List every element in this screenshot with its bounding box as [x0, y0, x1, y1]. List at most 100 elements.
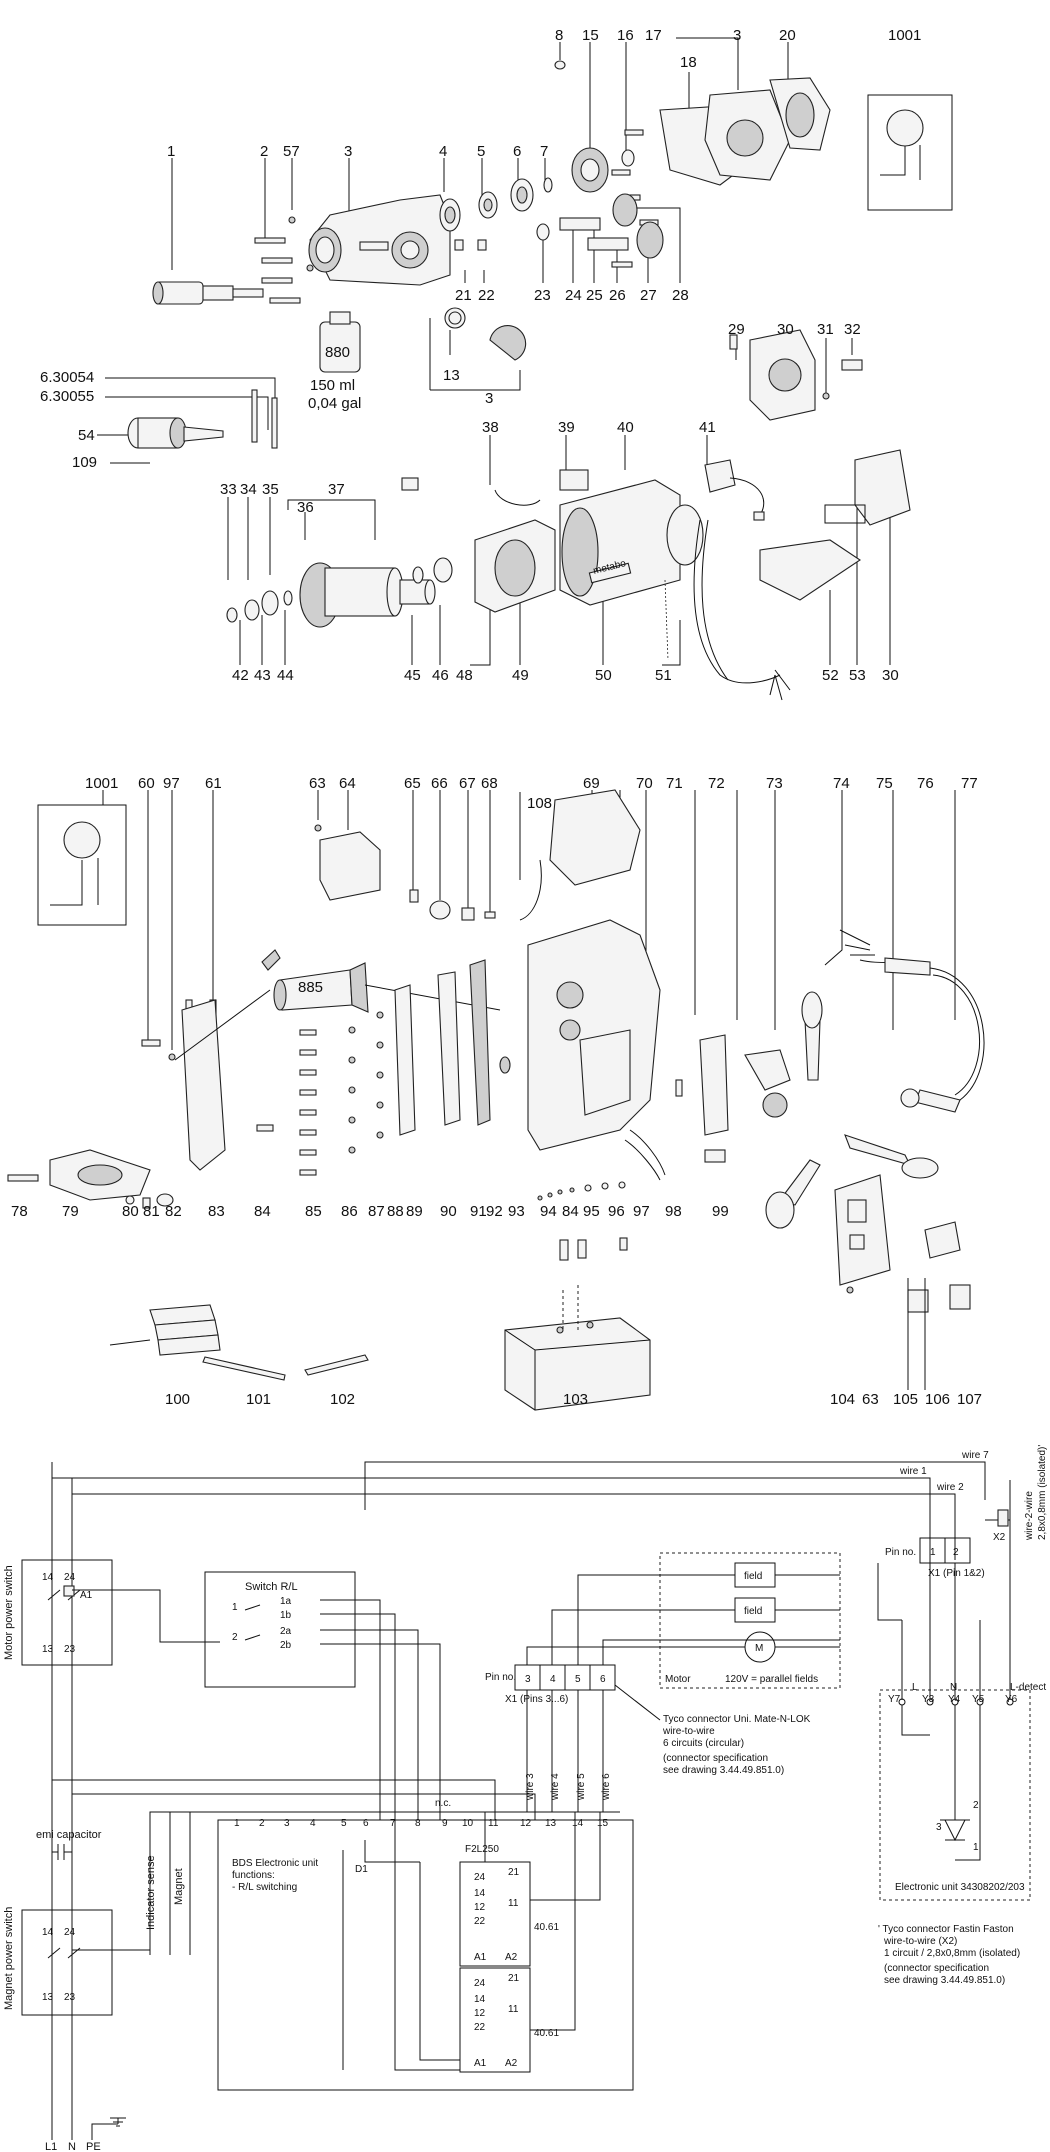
label-96: 96 — [608, 1203, 625, 1220]
label-30a: 30 — [777, 321, 794, 338]
term-9: 9 — [442, 1818, 448, 1829]
label-70: 70 — [636, 775, 653, 792]
label-73: 73 — [766, 775, 783, 792]
label-102: 102 — [330, 1391, 355, 1408]
label-77: 77 — [961, 775, 978, 792]
label-50: 50 — [595, 667, 612, 684]
field2-label: field — [744, 1606, 762, 1617]
label-84a: 84 — [254, 1203, 271, 1220]
sw-1: 1 — [232, 1602, 238, 1613]
label-34: 34 — [240, 481, 257, 498]
label-2: 2 — [260, 143, 268, 160]
term-4: 4 — [310, 1818, 316, 1829]
label-37: 37 — [328, 481, 345, 498]
parallel-label: 120V = parallel fields — [725, 1674, 818, 1685]
motor-group: metabo — [97, 377, 911, 701]
tyco2-a: ' Tyco connector Fastin Faston — [878, 1924, 1014, 1935]
term-6: 6 — [363, 1818, 369, 1829]
label-57: 57 — [283, 143, 300, 160]
elec-unit-label: Electronic unit 34308202/203 — [895, 1882, 1025, 1893]
label-93: 93 — [508, 1203, 525, 1220]
y7-label: Y7 — [888, 1694, 901, 1705]
relay2-24: 24 — [474, 1978, 486, 1989]
part-labels: 1 2 57 3 4 5 6 7 8 15 16 17 3 18 20 1001… — [11, 27, 982, 1408]
label-100: 100 — [165, 1391, 190, 1408]
tyco1-d: (connector specification — [663, 1753, 768, 1764]
label-6-30054: 6.30054 — [40, 369, 94, 386]
magnet-label: Magnet — [173, 1868, 185, 1905]
label-107: 107 — [957, 1391, 982, 1408]
label-36: 36 — [297, 499, 314, 516]
label-72: 72 — [708, 775, 725, 792]
label-6: 6 — [513, 143, 521, 160]
pin1: 1 — [930, 1547, 936, 1558]
label-98: 98 — [665, 1203, 682, 1220]
relay2-a1: A1 — [474, 2058, 487, 2069]
w6: wire 6 — [601, 1773, 612, 1801]
field1-label: field — [744, 1571, 762, 1582]
label-104: 104 — [830, 1391, 855, 1408]
motor-label: Motor — [665, 1674, 691, 1685]
relay1-a2: A2 — [505, 1952, 518, 1963]
sw-1b: 1b — [280, 1610, 292, 1621]
label-87: 87 — [368, 1203, 385, 1220]
label-28: 28 — [672, 287, 689, 304]
triac-3: 3 — [936, 1822, 942, 1833]
tyco1-c: 6 circuits (circular) — [663, 1738, 744, 1749]
label-13: 13 — [443, 367, 460, 384]
N-bottom-label: N — [68, 2141, 76, 2152]
label-94: 94 — [540, 1203, 557, 1220]
label-75: 75 — [876, 775, 893, 792]
x2-label: X2 — [993, 1532, 1006, 1543]
pin2: 2 — [953, 1547, 959, 1558]
label-76: 76 — [917, 775, 934, 792]
label-66: 66 — [431, 775, 448, 792]
label-91: 91 — [470, 1203, 487, 1220]
label-51: 51 — [655, 667, 672, 684]
label-79: 79 — [62, 1203, 79, 1220]
wire2-label: wire 2 — [936, 1482, 964, 1493]
label-53: 53 — [849, 667, 866, 684]
label-80: 80 — [122, 1203, 139, 1220]
relay1-24: 24 — [474, 1872, 486, 1883]
label-39: 39 — [558, 419, 575, 436]
relay2-4061: 40.61 — [534, 2028, 559, 2039]
label-3b: 3 — [733, 27, 741, 44]
label-103: 103 — [563, 1391, 588, 1408]
mps-a1: A1 — [80, 1590, 93, 1601]
label-89: 89 — [406, 1203, 423, 1220]
term-14: 14 — [572, 1818, 584, 1829]
label-27: 27 — [640, 287, 657, 304]
mps-24: 24 — [64, 1572, 76, 1583]
relay2-11: 11 — [508, 2004, 519, 2015]
term-15: 15 — [597, 1818, 609, 1829]
sw-2b: 2b — [280, 1640, 292, 1651]
label-83: 83 — [208, 1203, 225, 1220]
label-33: 33 — [220, 481, 237, 498]
term-11: 11 — [488, 1818, 499, 1829]
label-18: 18 — [680, 54, 697, 71]
nc-label: n.c. — [435, 1798, 451, 1809]
label-54: 54 — [78, 427, 95, 444]
tyco1-e: see drawing 3.44.49.851.0) — [663, 1765, 784, 1776]
w3: wire 3 — [525, 1773, 536, 1801]
emi-capacitor-label: emi capacitor — [36, 1829, 102, 1841]
L1-label: L1 — [45, 2141, 57, 2152]
mgs-24: 24 — [64, 1927, 76, 1938]
label-68: 68 — [481, 775, 498, 792]
label-105: 105 — [893, 1391, 918, 1408]
label-63a: 63 — [309, 775, 326, 792]
term-5: 5 — [341, 1818, 347, 1829]
relay1-22: 22 — [474, 1916, 486, 1927]
label-21: 21 — [455, 287, 472, 304]
bds-1: BDS Electronic unit — [232, 1858, 318, 1869]
label-4: 4 — [439, 143, 447, 160]
term-13: 13 — [545, 1818, 557, 1829]
tyco1-a: Tyco connector Uni. Mate-N-LOK — [663, 1714, 811, 1725]
term-10: 10 — [462, 1818, 474, 1829]
tyco2-c: 1 circuit / 2,8x0,8mm (isolated) — [884, 1948, 1020, 1959]
label-17: 17 — [645, 27, 662, 44]
label-42: 42 — [232, 667, 249, 684]
label-26: 26 — [609, 287, 626, 304]
label-25: 25 — [586, 287, 603, 304]
